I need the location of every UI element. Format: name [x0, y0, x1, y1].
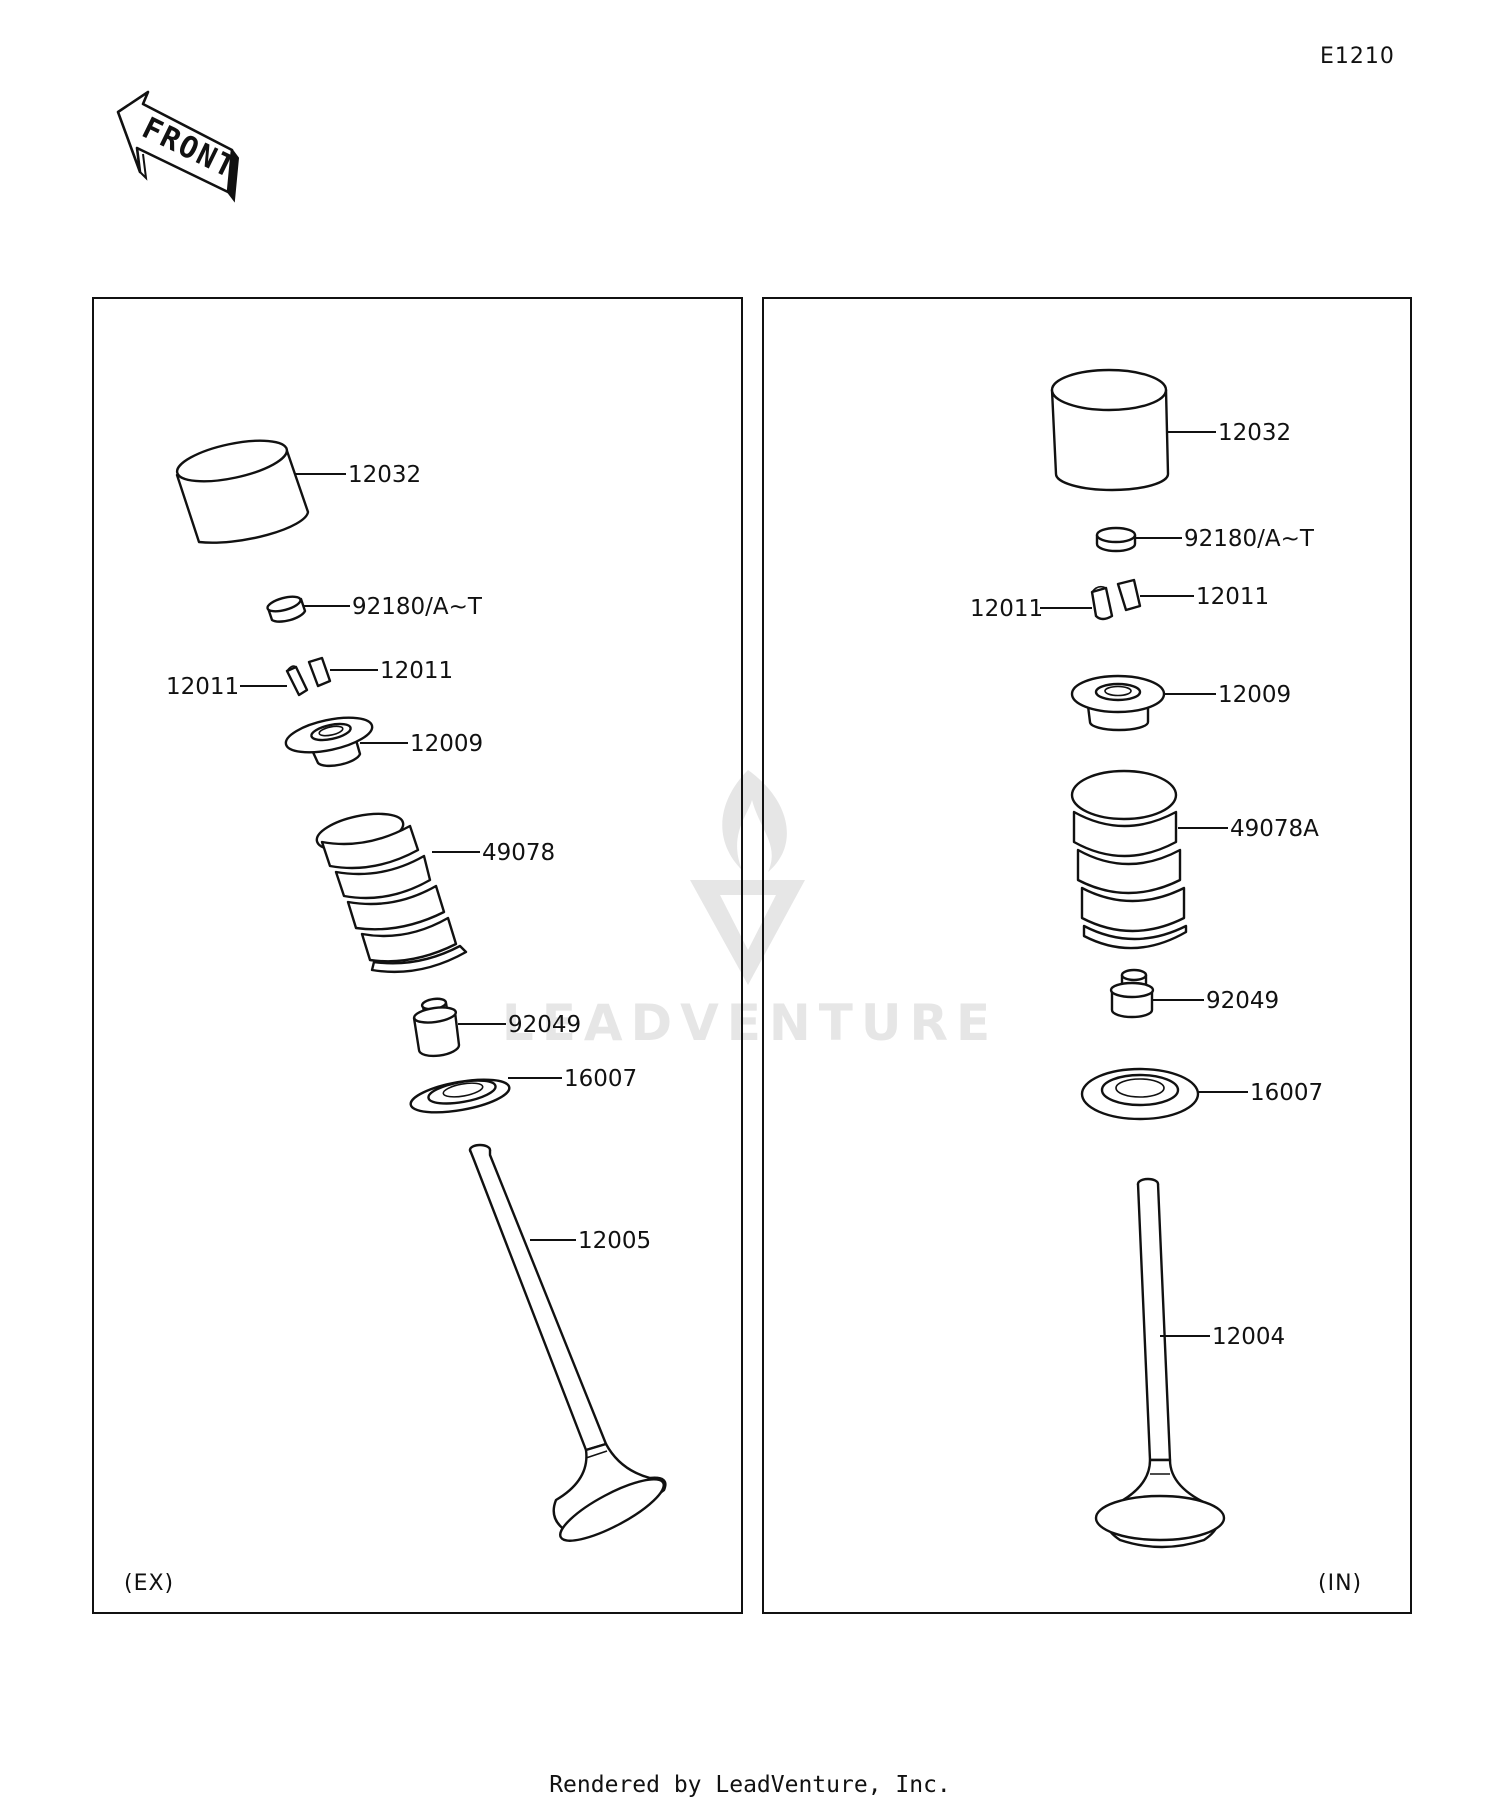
spring-seat-part: [409, 1078, 511, 1114]
cotter-parts: [1090, 578, 1142, 621]
bucket-tappet-part: [175, 439, 310, 544]
retainer-part: [1070, 674, 1166, 732]
ex-label-bucket: 12032: [348, 462, 421, 488]
ex-label-retainer: 12009: [410, 731, 483, 757]
diagram-code: E1210: [1320, 44, 1395, 69]
watermark: LEADVENTURE: [502, 770, 998, 1052]
in-label-shim: 92180/A~T: [1184, 526, 1315, 552]
spring-seat-part: [1080, 1067, 1200, 1121]
intake-panel: 12032 92180/A~T 12011 12011 12009: [762, 297, 1412, 1614]
watermark-text: LEADVENTURE: [502, 994, 998, 1052]
ex-label-cotter-right: 12011: [380, 658, 453, 684]
retainer-part: [284, 716, 374, 768]
front-arrow-icon: FRONT: [116, 90, 242, 203]
in-label-retainer: 12009: [1218, 682, 1291, 708]
shim-part: [1095, 526, 1137, 553]
ex-label-spring-seat: 16007: [564, 1066, 637, 1092]
ex-label-cotter-left: 12011: [166, 674, 239, 700]
watermark-chevron-icon: [690, 880, 805, 985]
ex-label-spring: 49078: [482, 840, 555, 866]
ex-panel-caption: (EX): [124, 1571, 174, 1596]
front-arrow-text: FRONT: [136, 111, 242, 186]
in-label-cotter-left: 12011: [970, 596, 1043, 622]
ex-label-stem-seal: 92049: [508, 1012, 581, 1038]
in-label-valve: 12004: [1212, 1324, 1285, 1350]
intake-panel-frame: [762, 297, 1412, 1614]
watermark-flame-icon: [722, 770, 787, 872]
stem-seal-part: [1109, 968, 1155, 1019]
bucket-tappet-part: [1050, 368, 1170, 492]
ex-label-shim: 92180/A~T: [352, 594, 483, 620]
exhaust-panel-frame: [92, 297, 743, 1614]
valve-spring-part: [315, 812, 468, 974]
in-label-stem-seal: 92049: [1206, 988, 1279, 1014]
valve-spring-part: [1070, 769, 1188, 950]
in-label-cotter-right: 12011: [1196, 584, 1269, 610]
in-label-spring-seat: 16007: [1250, 1080, 1323, 1106]
shim-part: [266, 595, 307, 623]
in-label-spring: 49078A: [1230, 816, 1319, 842]
exhaust-panel: 12032 92180/A~T 12011 12011 12009: [92, 297, 743, 1614]
in-label-bucket: 12032: [1218, 420, 1291, 446]
stem-seal-part: [412, 997, 461, 1058]
ex-label-valve: 12005: [578, 1228, 651, 1254]
cotter-parts: [285, 656, 332, 697]
in-panel-caption: (IN): [1318, 1571, 1362, 1596]
render-credit: Rendered by LeadVenture, Inc.: [549, 1772, 951, 1798]
valve-part: [468, 1143, 667, 1542]
valve-part: [1094, 1177, 1226, 1549]
